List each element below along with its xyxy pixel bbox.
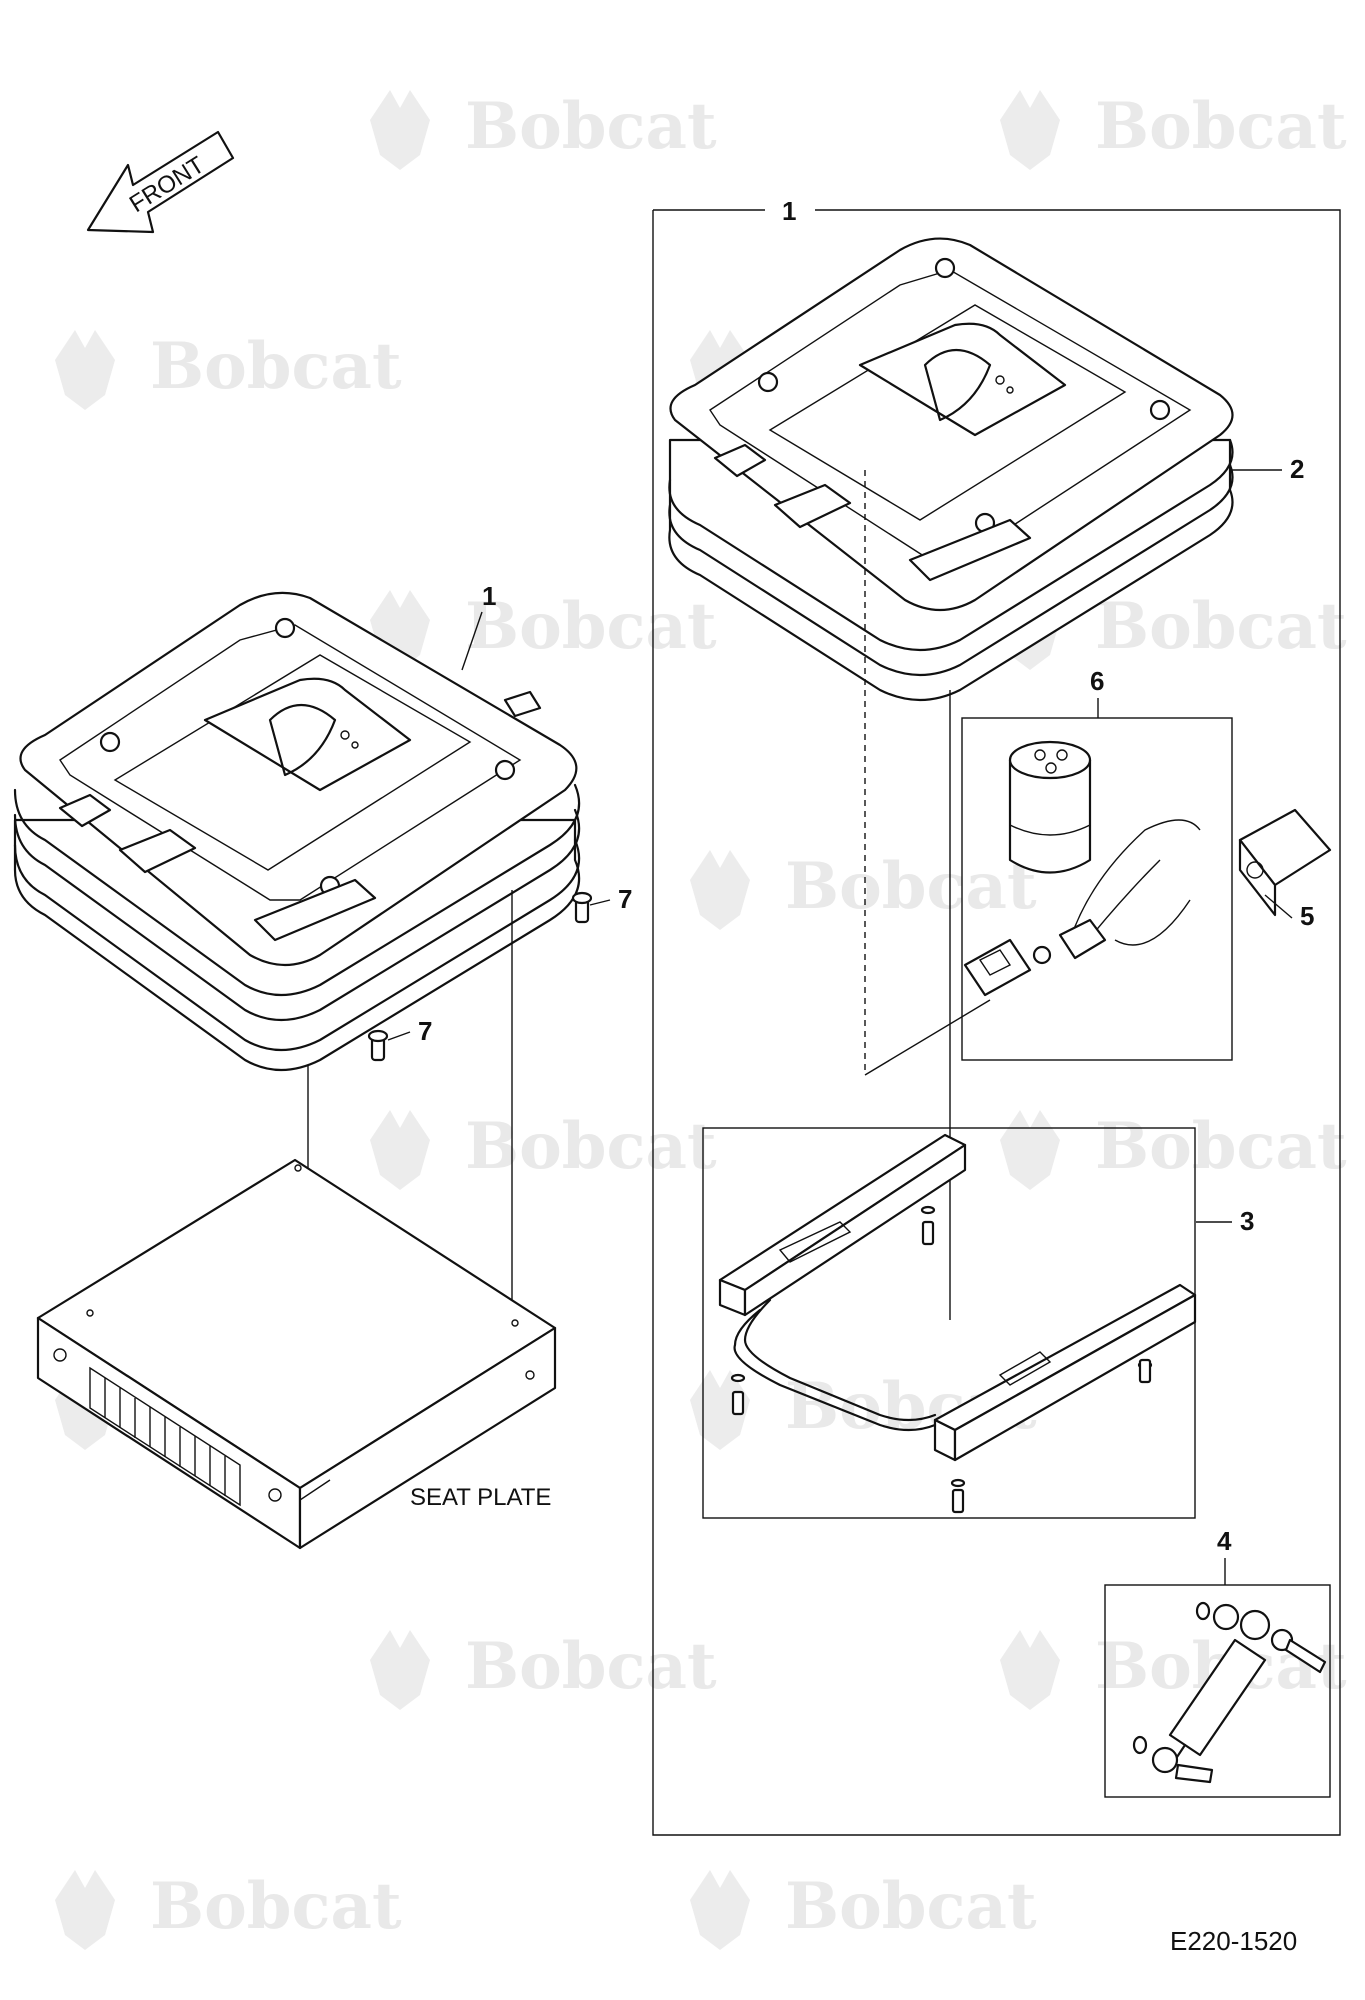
watermark-text: Bobcat (465, 589, 717, 664)
watermark-text: Bobcat (1095, 589, 1347, 664)
watermark-text: Bobcat (150, 1869, 402, 1944)
seat-plate-vents (89, 1366, 241, 1507)
cylinder-part (1008, 740, 1092, 874)
rail-bolt (730, 1373, 746, 1416)
figure-id: E220-1520 (1170, 1926, 1297, 1956)
callout-5: 5 (1300, 901, 1314, 931)
callout-2: 2 (1290, 454, 1304, 484)
callout-1-left: 1 (482, 581, 496, 611)
callout-7-upper: 7 (618, 884, 632, 914)
shock-absorber-box (1104, 1584, 1331, 1798)
seat-plate-label: SEAT PLATE (410, 1484, 551, 1511)
callout-1-right: 1 (782, 196, 796, 226)
bolt-lower (367, 1029, 389, 1062)
rail-bolt (920, 1205, 936, 1246)
switch-kit-box (961, 717, 1332, 1061)
rail-bolt (1137, 1358, 1153, 1384)
seat-plate: SEAT PLATE (36, 1158, 557, 1550)
front-arrow: FRONT (86, 130, 235, 234)
exploded-frame (652, 209, 1341, 1836)
watermark-text: Bobcat (1095, 1109, 1347, 1184)
seat-switch-part (1238, 808, 1332, 917)
watermark-text: Bobcat (150, 329, 402, 404)
watermark: Bobcat (370, 589, 717, 670)
slide-rails-box (702, 1127, 1197, 1519)
watermark: Bobcat (1000, 89, 1347, 170)
watermark: Bobcat (55, 1869, 402, 1950)
watermark-text: Bobcat (465, 89, 717, 164)
rail-bolt (950, 1478, 966, 1514)
seat-cushion (668, 237, 1234, 1320)
watermark-text: Bobcat (785, 849, 1037, 924)
callout-6: 6 (1090, 666, 1104, 696)
watermark: Bobcat (690, 849, 1037, 930)
watermark: Bobcat (370, 89, 717, 170)
bolt-upper (571, 891, 593, 924)
watermark: Bobcat (370, 1629, 717, 1710)
watermark-text: Bobcat (785, 1869, 1037, 1944)
callout-4: 4 (1217, 1526, 1232, 1556)
watermark-text: Bobcat (465, 1109, 717, 1184)
watermark: Bobcat (55, 329, 402, 410)
left-seat-assembly (13, 591, 593, 1460)
watermark: Bobcat (370, 1109, 717, 1190)
watermark-text: Bobcat (465, 1629, 717, 1704)
watermark: Bobcat (690, 1869, 1037, 1950)
watermark: Bobcat (1000, 1109, 1347, 1190)
watermark-text: Bobcat (1095, 89, 1347, 164)
watermark: Bobcat (1000, 1629, 1347, 1710)
callout-7-lower: 7 (418, 1016, 432, 1046)
callouts: 1 1 2 3 4 5 6 7 7 (387, 196, 1314, 1585)
callout-3: 3 (1240, 1206, 1254, 1236)
